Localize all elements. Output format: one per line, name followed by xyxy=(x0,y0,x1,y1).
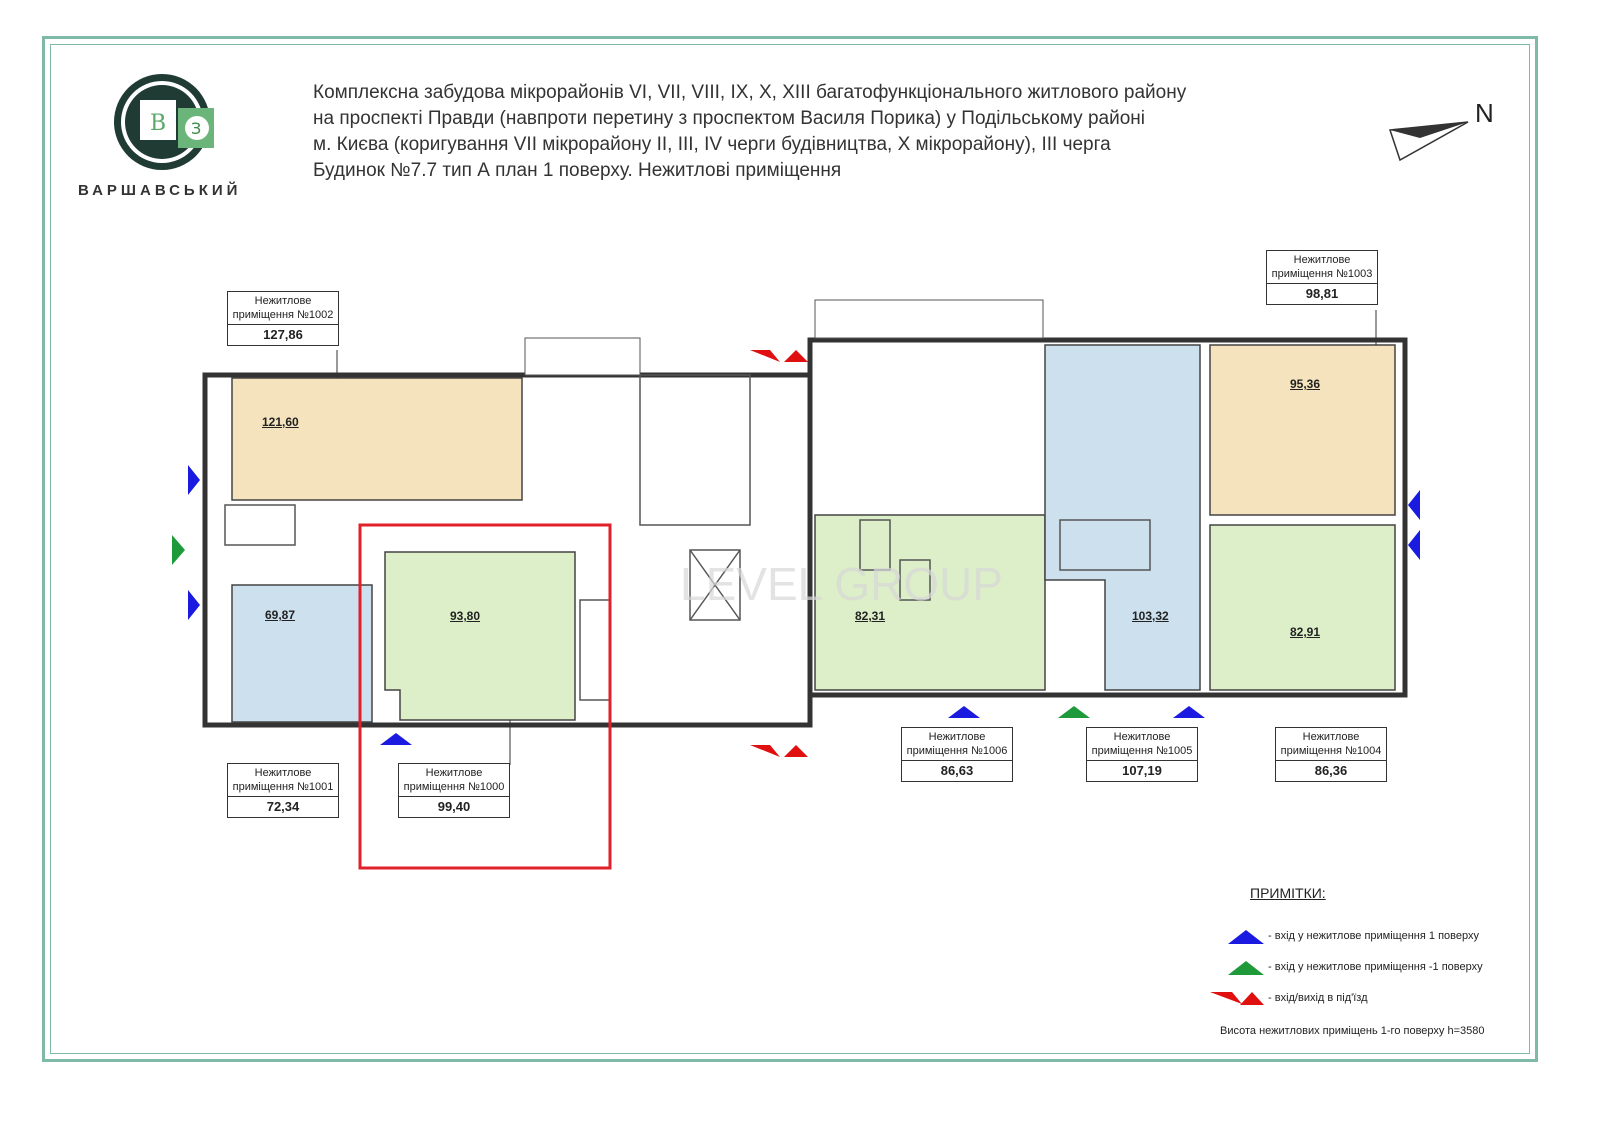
room-1000 xyxy=(384,551,576,721)
premise-total: 86,63 xyxy=(940,763,974,778)
premise-label-1006: Нежитлове приміщення №1006 86,63 xyxy=(901,727,1013,782)
note-entrance-floor-minus1: - вхід у нежитлове приміщення -1 поверху xyxy=(1268,961,1483,973)
premise-title: Нежитлове приміщення №1005 xyxy=(1087,728,1197,761)
height-note: Висота нежитлових приміщень 1-го поверху… xyxy=(1220,1025,1485,1037)
premise-title: Нежитлове приміщення №1000 xyxy=(399,764,509,797)
core-stairs-elevators xyxy=(224,374,1151,701)
room-1005 xyxy=(1044,344,1201,691)
leader-lines xyxy=(336,310,1377,765)
north-arrow-icon xyxy=(1388,121,1469,162)
svg-text:В: В xyxy=(150,111,166,136)
premise-total: 127,86 xyxy=(263,327,303,342)
note-entrance-floor1: - вхід у нежитлове приміщення 1 поверху xyxy=(1268,930,1479,942)
premise-label-1004: Нежитлове приміщення №1004 86,36 xyxy=(1275,727,1387,782)
rooms xyxy=(231,344,1396,723)
entrance-markers xyxy=(172,350,1420,757)
room-area-1002: 121,60 xyxy=(262,415,299,429)
room-area-1005: 103,32 xyxy=(1132,609,1169,623)
premise-label-1005: Нежитлове приміщення №1005 107,19 xyxy=(1086,727,1198,782)
premise-title: Нежитлове приміщення №1006 xyxy=(902,728,1012,761)
building-walls xyxy=(202,337,1408,728)
page-title: Комплексна забудова мікрорайонів VI, VII… xyxy=(313,80,1186,184)
premise-total: 72,34 xyxy=(266,799,300,814)
premise-label-1000: Нежитлове приміщення №1000 99,40 xyxy=(398,763,510,818)
room-area-1001: 69,87 xyxy=(265,608,296,622)
notes-heading: ПРИМІТКИ: xyxy=(1250,885,1326,901)
room-1004 xyxy=(1209,524,1396,691)
legend-icons xyxy=(1210,930,1264,1005)
title-line: на проспекті Правди (навпроти перетину з… xyxy=(313,108,1145,129)
premise-label-1002: Нежитлове приміщення №1002 127,86 xyxy=(227,291,339,346)
premise-total: 107,19 xyxy=(1122,763,1162,778)
room-area-1004: 82,91 xyxy=(1290,625,1321,639)
premise-label-1001: Нежитлове приміщення №1001 72,34 xyxy=(227,763,339,818)
page-frame xyxy=(42,36,1538,1062)
room-area-1006: 82,31 xyxy=(855,609,886,623)
room-1001 xyxy=(231,584,373,723)
room-area-1003: 95,36 xyxy=(1290,377,1321,391)
brand-name: ВАРШАВСЬКИЙ xyxy=(78,182,242,199)
premise-label-1003: Нежитлове приміщення №1003 98,81 xyxy=(1266,250,1378,305)
room-1003 xyxy=(1209,344,1396,516)
premise-title: Нежитлове приміщення №1002 xyxy=(228,292,338,325)
title-line: Комплексна забудова мікрорайонів VI, VII… xyxy=(313,82,1187,103)
premise-title: Нежитлове приміщення №1001 xyxy=(228,764,338,797)
premise-total: 86,36 xyxy=(1314,763,1348,778)
room-area-1000: 93,80 xyxy=(450,609,481,623)
room-1002 xyxy=(231,377,523,501)
note-entrance-lobby: - вхід/вихід в під'їзд xyxy=(1268,992,1368,1004)
north-label: N xyxy=(1475,98,1494,128)
svg-text:З: З xyxy=(191,119,201,138)
balconies xyxy=(524,299,1044,376)
premise-title: Нежитлове приміщення №1003 xyxy=(1267,251,1377,284)
title-line: Будинок №7.7 тип А план 1 поверху. Нежит… xyxy=(313,160,842,181)
room-1006 xyxy=(814,514,1046,691)
page-frame-inner xyxy=(50,44,1530,1054)
logo: В З xyxy=(114,74,214,170)
title-line: м. Києва (коригування VII мікрорайону II… xyxy=(313,134,1111,155)
watermark: LEVEL GROUP xyxy=(680,558,1003,610)
premise-title: Нежитлове приміщення №1004 xyxy=(1276,728,1386,761)
premise-total: 99,40 xyxy=(437,799,471,814)
premise-total: 98,81 xyxy=(1305,286,1339,301)
highlight-premise-1000 xyxy=(358,523,612,870)
